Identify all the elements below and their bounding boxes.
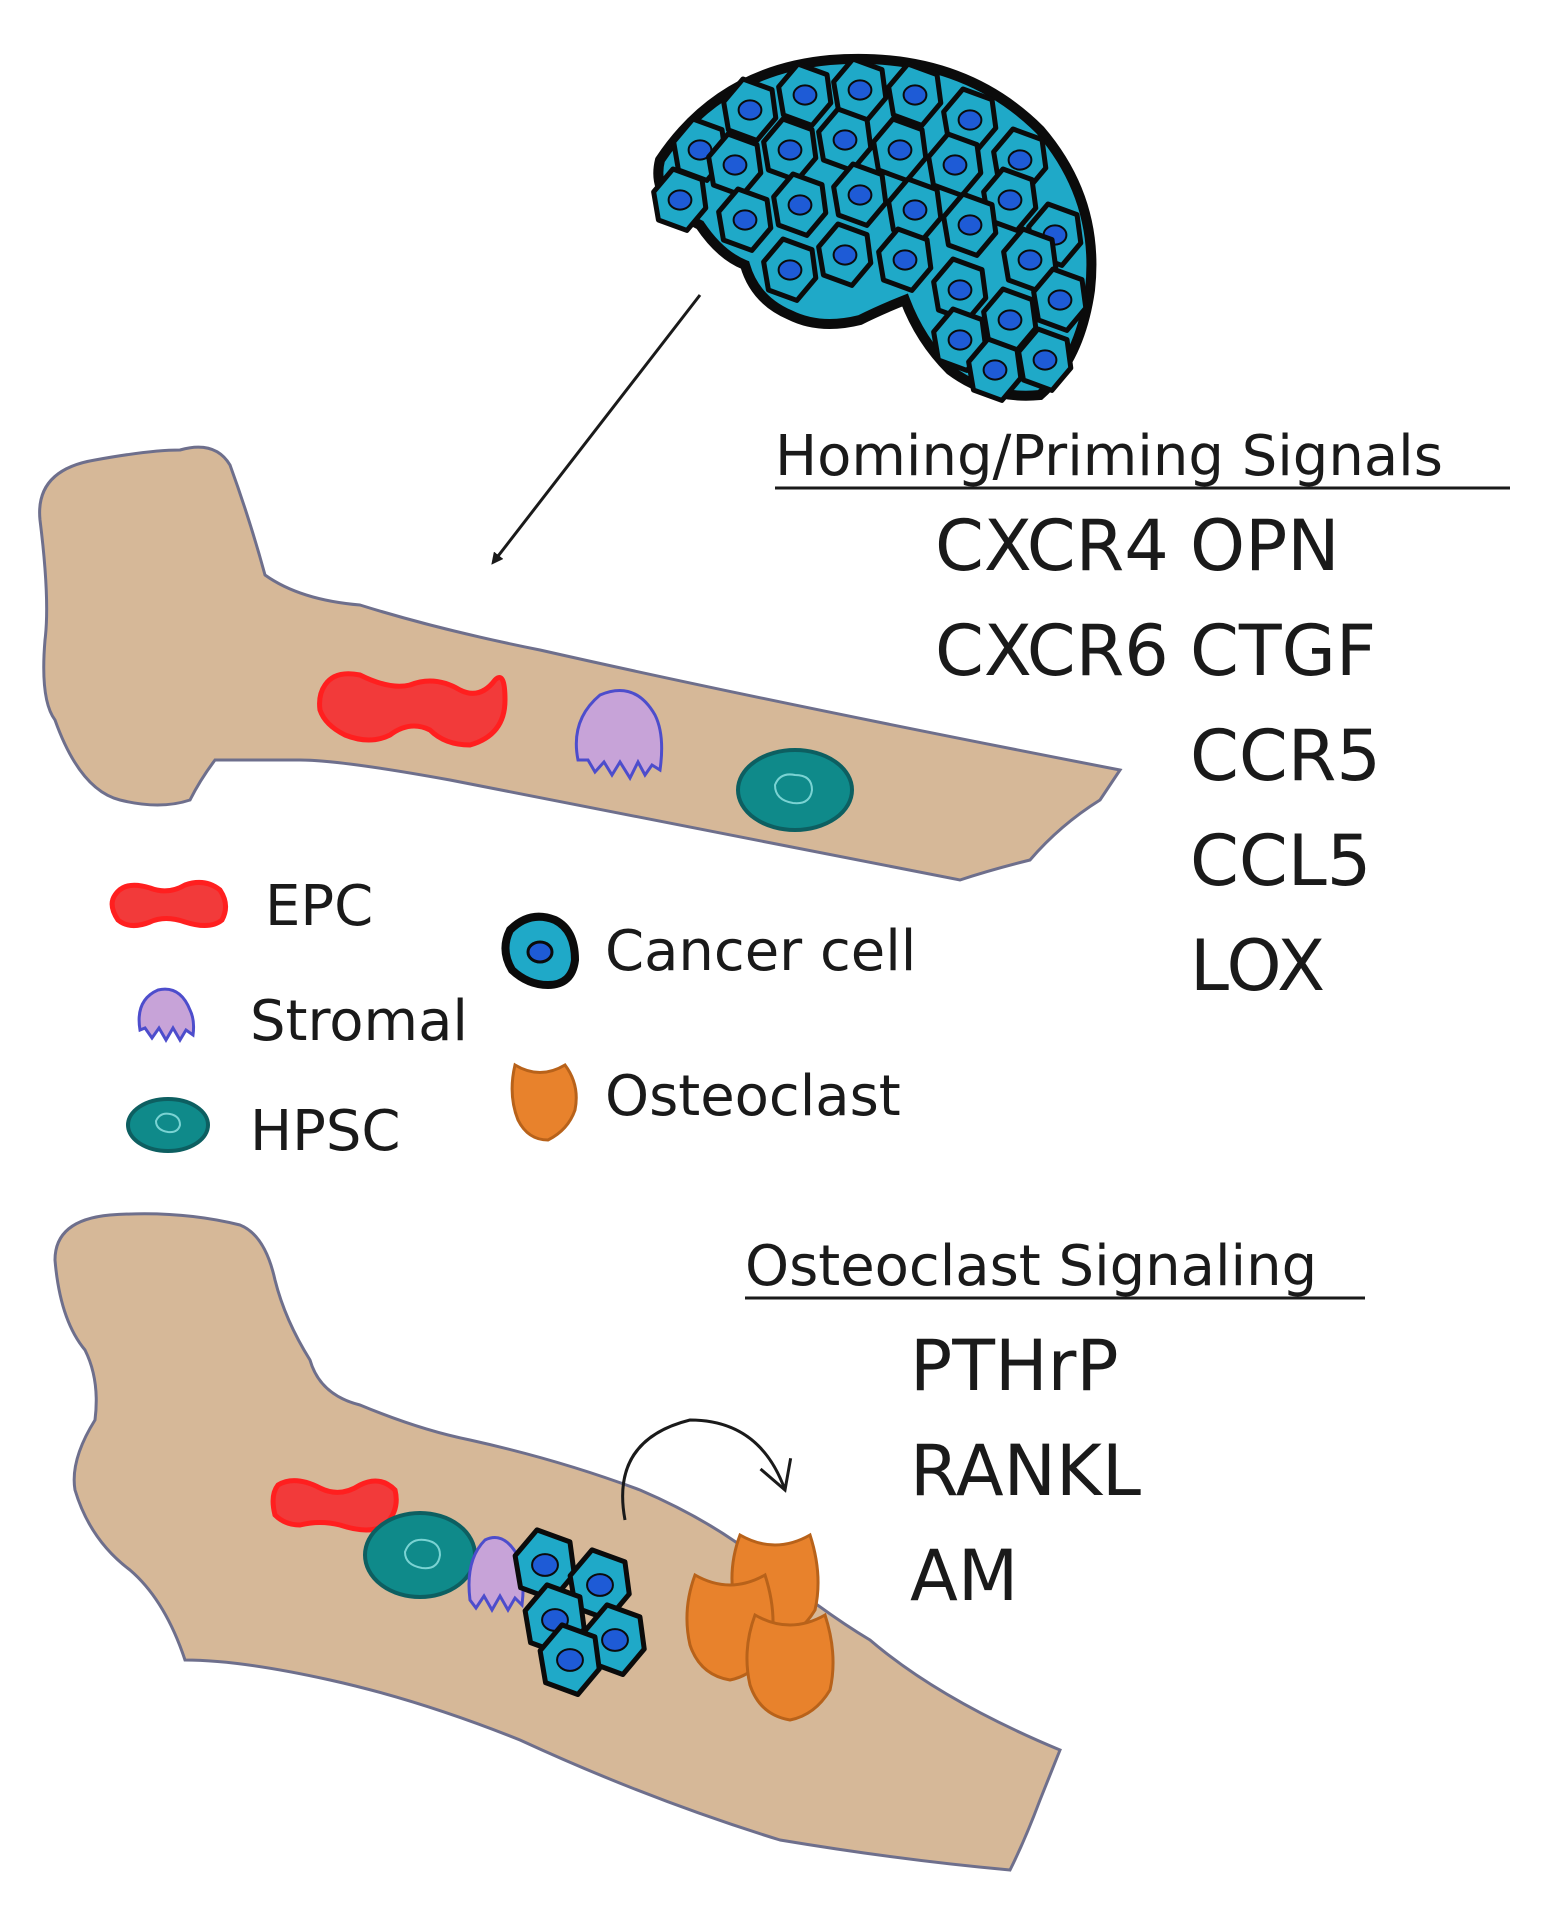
tumor-cell	[771, 171, 829, 238]
tumor-cell	[776, 61, 834, 128]
cancer-cell-cluster	[512, 1527, 647, 1697]
tumor-cell	[761, 236, 819, 303]
bone-top	[38, 445, 1123, 882]
tumor-cell	[941, 191, 999, 258]
homing-heading: Homing/Priming Signals	[775, 424, 1443, 489]
osteoclast-signal-item: RANKL	[910, 1430, 1141, 1512]
homing-right-item: CCL5	[1190, 820, 1371, 902]
legend-epc-label: EPC	[265, 874, 373, 939]
tumor-cell	[966, 336, 1024, 403]
tumor-cell	[981, 166, 1039, 233]
tumor-cell	[831, 161, 889, 228]
legend-osteoclast-icon	[510, 1062, 578, 1142]
osteoclast-signaling-heading: Osteoclast Signaling	[745, 1234, 1317, 1299]
tumor-cell	[816, 106, 874, 173]
hpsc-cell-bottom	[363, 1511, 477, 1599]
homing-right-item: CTGF	[1190, 610, 1376, 692]
tumor-cell	[706, 131, 764, 198]
legend-cancer-cell-icon	[501, 912, 580, 990]
legend-hpsc-icon	[126, 1097, 210, 1153]
hpsc-cell-top	[736, 748, 854, 832]
metastasis-arrow	[491, 294, 702, 565]
primary-tumor-cluster	[651, 53, 1097, 403]
osteoclast-cluster	[685, 1532, 835, 1722]
cancer-cell	[537, 1622, 602, 1697]
homing-right-item: LOX	[1190, 925, 1325, 1007]
curved-arrow	[621, 1418, 793, 1521]
homing-right-item: CCR5	[1190, 715, 1381, 797]
legend-osteoclast-label: Osteoclast	[605, 1064, 901, 1129]
tumor-cell	[716, 186, 774, 253]
homing-right-item: OPN	[1190, 505, 1340, 587]
tumor-cell	[886, 61, 944, 128]
homing-left-item: CXCR4	[935, 505, 1169, 587]
legend-hpsc-label: HPSC	[250, 1099, 401, 1164]
tumor-cell	[981, 286, 1039, 353]
legend-cancer-cell-label: Cancer cell	[605, 919, 916, 984]
osteoclast-signal-item: PTHrP	[910, 1325, 1119, 1407]
legend-epc-icon	[109, 879, 228, 928]
tumor-cell	[1031, 266, 1089, 333]
homing-left-item: CXCR6	[935, 610, 1169, 692]
epc-cell-top	[317, 671, 508, 748]
osteoclast-cell	[745, 1612, 835, 1722]
legend-stromal-icon	[137, 987, 196, 1043]
tumor-cell	[721, 76, 779, 143]
osteoclast-signal-item: AM	[910, 1535, 1018, 1617]
tumor-cell	[876, 226, 934, 293]
tumor-cell	[651, 166, 709, 233]
legend-stromal-label: Stromal	[250, 989, 468, 1054]
stromal-cell-top	[574, 689, 664, 782]
tumor-cell	[816, 221, 874, 288]
